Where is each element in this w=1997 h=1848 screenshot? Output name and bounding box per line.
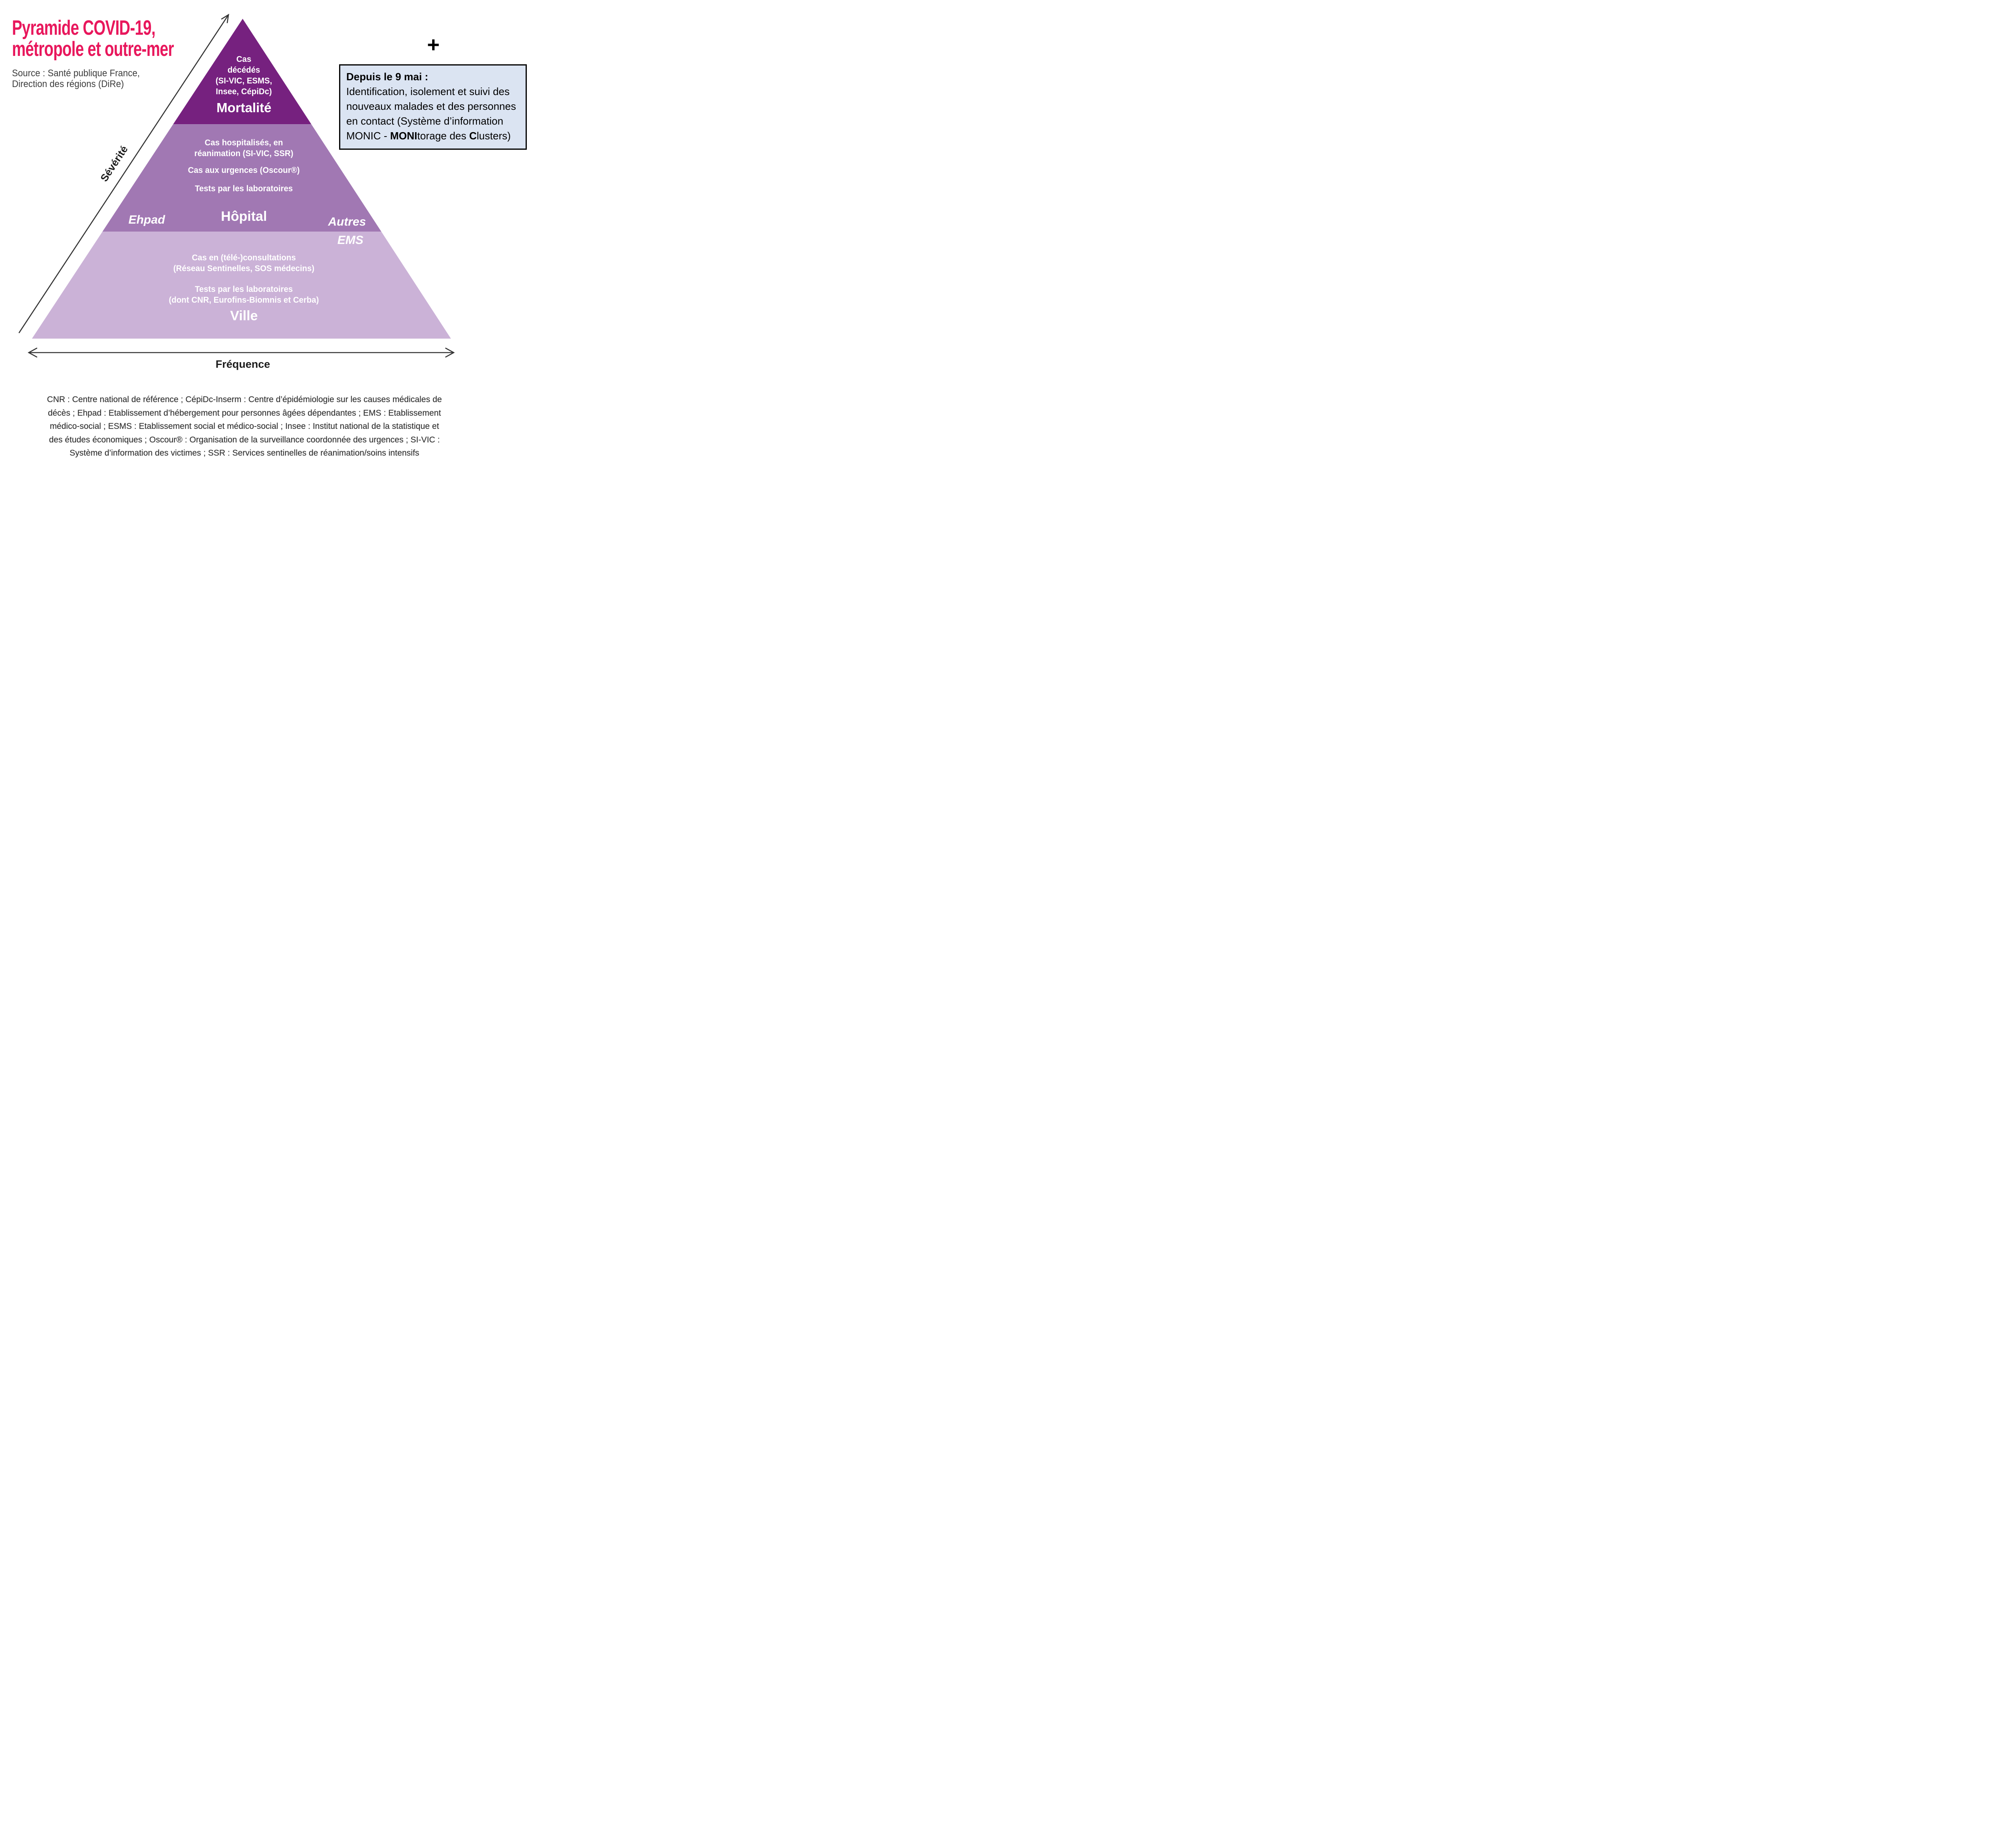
city-label: Ville [230,308,258,323]
note-line3: en contact (Système d’information [346,115,504,127]
note-line4-s2: MONI [390,130,417,142]
frequency-axis-label: Fréquence [215,358,270,370]
hospital-sources-text-3: Tests par les laboratoires [195,184,293,193]
abbreviations-legend: CNR : Centre national de référence ; Cép… [25,393,464,460]
note-line4: MONIC - MONItorage des Clusters) [346,129,521,143]
legend-line2: décès ; Ehpad : Etablissement d’hébergem… [48,408,441,418]
city-sources-text-1: Cas en (télé-)consultations (Réseau Sent… [173,253,315,273]
legend-line4: des études économiques ; Oscour® : Organ… [49,435,440,444]
note-line4-s5: lusters) [476,130,511,142]
covid-pyramid-slide: Pyramide COVID-19, métropole et outre-me… [0,0,537,462]
note-line2: nouveaux malades et des personnes [346,100,516,112]
note-line4-s1: MONIC - [346,130,390,142]
note-line1: Identification, isolement et suivi des [346,85,510,97]
ehpad-label: Ehpad [128,213,165,226]
hospital-label: Hôpital [221,209,267,224]
city-sources-text-2: Tests par les laboratoires (dont CNR, Eu… [169,285,319,305]
note-line4-s4: C [469,130,477,142]
mortality-sources-text: Cas décédés (SI-VIC, ESMS, Insee, CépiDc… [216,55,272,96]
legend-line3: médico-social ; ESMS : Etablissement soc… [50,422,439,431]
frequency-axis-arrow [28,347,455,358]
monic-note-box: Depuis le 9 mai : Identification, isolem… [339,64,527,150]
legend-line5: Système d’information des victimes ; SSR… [69,448,419,458]
note-line4-s3: torage des [417,130,469,142]
legend-line1: CNR : Centre national de référence ; Cép… [47,395,442,404]
note-heading: Depuis le 9 mai : [346,71,429,83]
autres-ems-label-line1: Autres [328,215,366,228]
plus-icon: + [427,33,440,57]
autres-ems-label-line2: EMS [337,234,363,247]
